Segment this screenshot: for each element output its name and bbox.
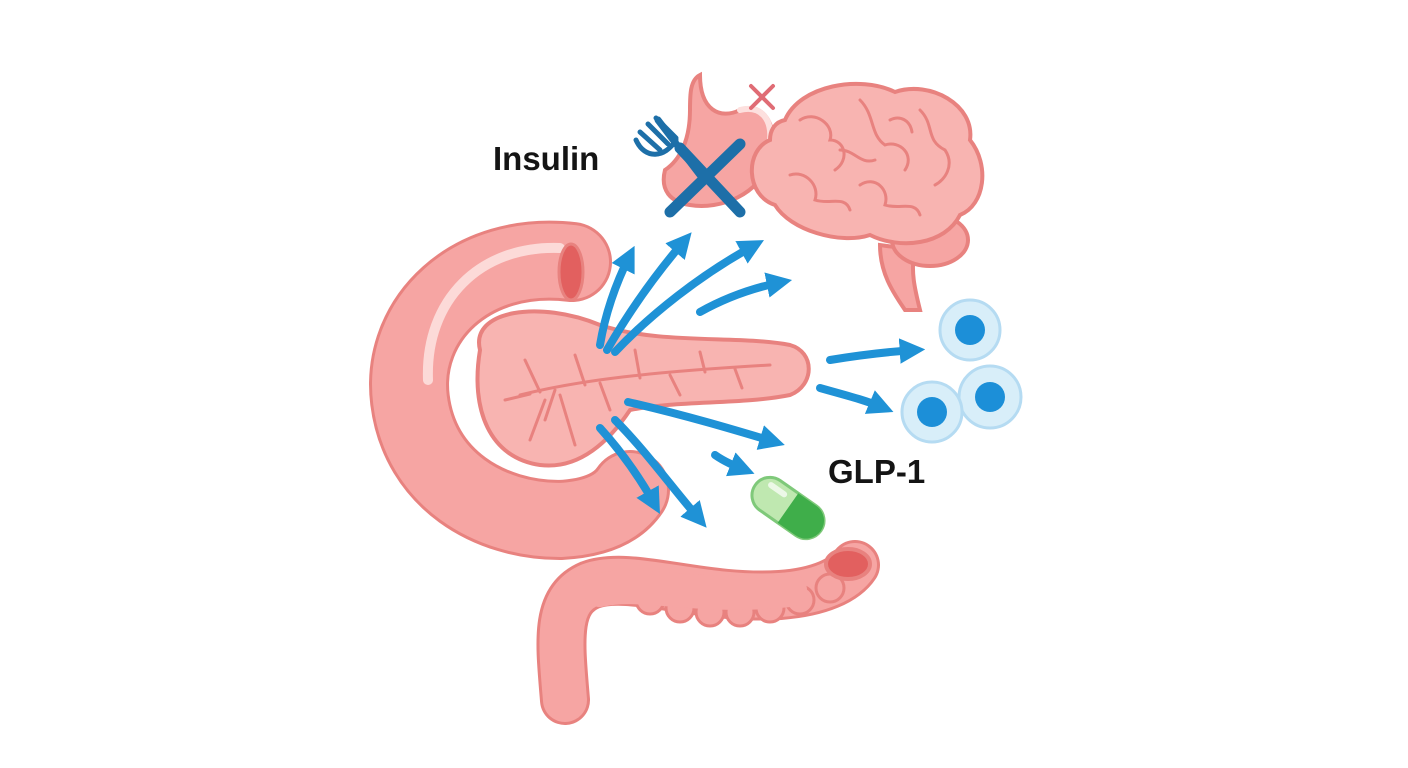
cell-icon [900,380,964,444]
cell-icon [938,298,1002,362]
cross-icon [749,84,775,110]
arrow-icon [826,338,926,364]
pancreas-icon [475,309,811,468]
duodenum-icon [369,220,670,561]
insulin-label: Insulin [493,140,600,177]
capsule-icon [750,475,826,541]
glp1-label: GLP-1 [828,453,926,490]
arrow-icon [603,232,692,354]
arrow-icon [611,240,764,356]
arrow-icon [816,384,894,414]
brain-icon [749,81,985,312]
arrow-icon [611,416,707,528]
arrow-icon [696,272,793,316]
arrow-icon [596,245,635,349]
cross-icon [664,138,746,218]
arrow-icon [596,424,660,514]
arrow-icon [711,451,755,477]
intestine-icon [536,540,880,725]
cell-icon [957,364,1023,430]
arrow-icon [624,398,785,450]
